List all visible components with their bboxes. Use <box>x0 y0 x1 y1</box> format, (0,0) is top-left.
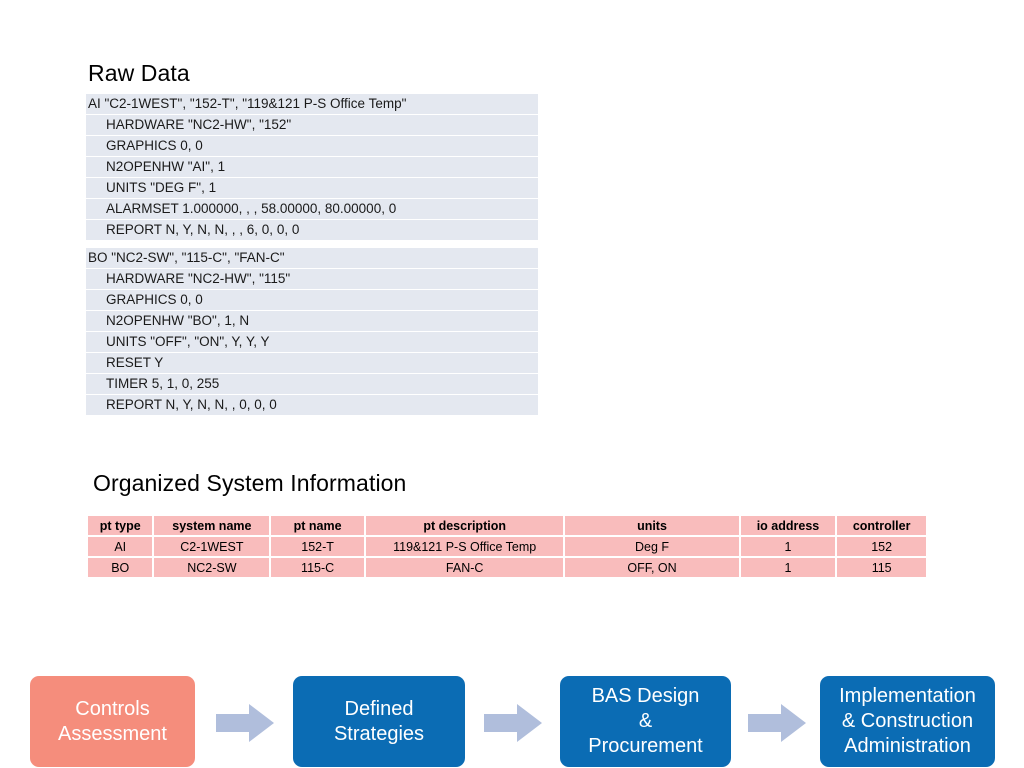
table-header-pt-description: pt description <box>365 516 564 535</box>
raw-data-line: UNITS "DEG F", 1 <box>86 178 538 198</box>
table-cell-controller: 115 <box>837 558 926 577</box>
raw-data-heading: Raw Data <box>88 60 190 86</box>
raw-data-line: ALARMSET 1.000000, , , 58.00000, 80.0000… <box>86 199 538 219</box>
table-cell-controller: 152 <box>837 537 926 556</box>
raw-data-line: N2OPENHW "BO", 1, N <box>86 311 538 331</box>
raw-data-line: TIMER 5, 1, 0, 255 <box>86 374 538 394</box>
table-cell-io-address: 1 <box>740 558 836 577</box>
table-cell-pt-type: AI <box>88 537 153 556</box>
flow-step-1[interactable]: Controls Assessment <box>30 676 195 767</box>
table-cell-units: OFF, ON <box>565 558 739 577</box>
table-cell-pt-description: FAN-C <box>365 558 564 577</box>
raw-data-line: GRAPHICS 0, 0 <box>86 290 538 310</box>
raw-data-line: GRAPHICS 0, 0 <box>86 136 538 156</box>
raw-data-line: REPORT N, Y, N, N, , , 6, 0, 0, 0 <box>86 220 538 240</box>
raw-data-block-ai: AI "C2-1WEST", "152-T", "119&121 P-S Off… <box>86 94 538 241</box>
flow-arrow-right-icon <box>748 704 806 742</box>
raw-data-block-bo: BO "NC2-SW", "115-C", "FAN-C"HARDWARE "N… <box>86 248 538 416</box>
flow-arrow-right-icon <box>216 704 274 742</box>
table-cell-pt-name: 115-C <box>271 558 364 577</box>
flow-arrow-right-icon <box>484 704 542 742</box>
raw-data-line: REPORT N, Y, N, N, , 0, 0, 0 <box>86 395 538 415</box>
raw-data-line: UNITS "OFF", "ON", Y, Y, Y <box>86 332 538 352</box>
flow-step-4[interactable]: Implementation & Construction Administra… <box>820 676 995 767</box>
table-header-pt-type: pt type <box>88 516 153 535</box>
table-header-system-name: system name <box>154 516 270 535</box>
table-header-io-address: io address <box>740 516 836 535</box>
table-cell-pt-type: BO <box>88 558 153 577</box>
flow-step-2[interactable]: Defined Strategies <box>293 676 465 767</box>
raw-data-line: RESET Y <box>86 353 538 373</box>
organized-system-information-heading: Organized System Information <box>93 470 407 496</box>
table-header-controller: controller <box>837 516 926 535</box>
table-cell-pt-description: 119&121 P-S Office Temp <box>365 537 564 556</box>
raw-data-line: AI "C2-1WEST", "152-T", "119&121 P-S Off… <box>86 94 538 114</box>
flow-step-3[interactable]: BAS Design & Procurement <box>560 676 731 767</box>
raw-data-line: HARDWARE "NC2-HW", "115" <box>86 269 538 289</box>
table-header-units: units <box>565 516 739 535</box>
table-cell-pt-name: 152-T <box>271 537 364 556</box>
table-cell-units: Deg F <box>565 537 739 556</box>
table-cell-system-name: C2-1WEST <box>154 537 270 556</box>
table-cell-io-address: 1 <box>740 537 836 556</box>
table-header-pt-name: pt name <box>271 516 364 535</box>
raw-data-line: N2OPENHW "AI", 1 <box>86 157 538 177</box>
raw-data-line: HARDWARE "NC2-HW", "152" <box>86 115 538 135</box>
raw-data-line: BO "NC2-SW", "115-C", "FAN-C" <box>86 248 538 268</box>
process-flow-diagram: Controls Assessment Defined Strategies BAS… <box>0 668 1024 768</box>
table-cell-system-name: NC2-SW <box>154 558 270 577</box>
